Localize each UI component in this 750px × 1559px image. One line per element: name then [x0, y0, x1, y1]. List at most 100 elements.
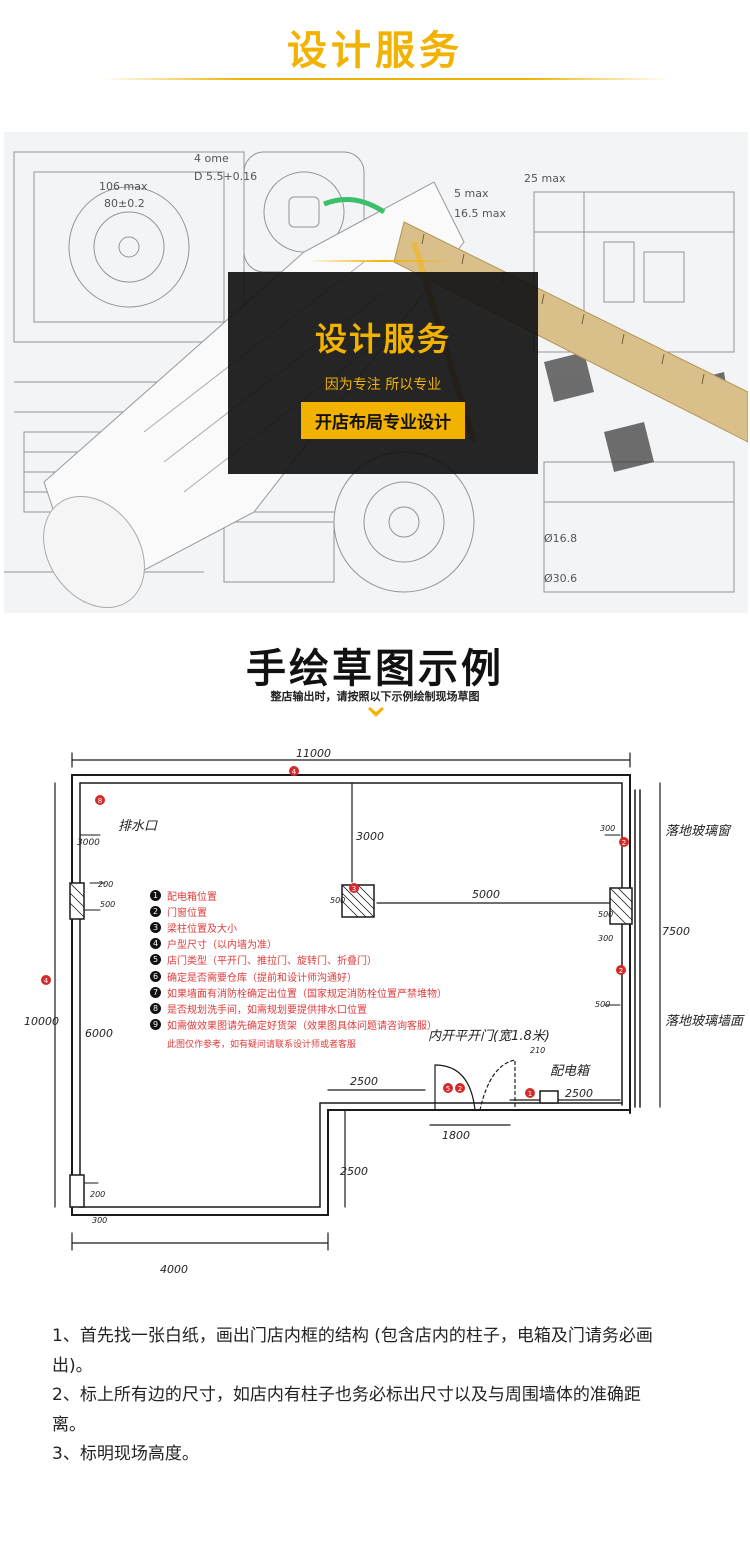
- marker-2: [619, 837, 629, 847]
- chevron-down-icon: [368, 706, 384, 718]
- blueprint-label: D 5.5+0.16: [194, 170, 257, 183]
- hero-banner: 4 ome D 5.5+0.16 106 max 80±0.2 5 max 16…: [4, 132, 748, 613]
- dim-small: 300: [92, 1216, 107, 1225]
- legend-item: 3 梁柱位置及大小: [150, 919, 450, 935]
- svg-text:2: 2: [458, 1085, 462, 1093]
- label-drain: 排水口: [118, 819, 158, 834]
- legend-text: 是否规划洗手间，如需规划要提供排水口位置: [167, 1004, 367, 1016]
- electric-box-icon: [539, 1090, 559, 1104]
- legend-item: 9 如需做效果图请先确定好货架（效果图具体问题请咨询客服）: [150, 1017, 450, 1033]
- outer-wall: [71, 774, 631, 1114]
- hero-card-divider: [308, 260, 458, 262]
- label-door: 内开平开门(宽1.8米): [428, 1028, 550, 1044]
- legend-number: 9: [150, 1019, 161, 1031]
- legend-item: 7 如果墙面有消防栓确定出位置（国家规定消防栓位置严禁堆物）: [150, 984, 450, 1000]
- legend-item: 2 门窗位置: [150, 903, 450, 919]
- marker-3: [349, 883, 359, 893]
- legend-text: 户型尺寸（以内墙为准）: [167, 940, 277, 952]
- legend-text: 如需做效果图请先确定好货架（效果图具体问题请咨询客服）: [167, 1021, 437, 1033]
- legend-text: 确定是否需要仓库（提前和设计师沟通好）: [167, 972, 357, 984]
- dim-small: 300: [598, 934, 613, 943]
- blueprint-label: Ø16.8: [544, 532, 577, 545]
- legend-text: 梁柱位置及大小: [167, 923, 237, 935]
- section-title: 手绘草图示例: [246, 646, 504, 692]
- legend-item: 4 户型尺寸（以内墙为准）: [150, 936, 450, 952]
- marker-2: [616, 965, 626, 975]
- dim-bottom: 4000: [160, 1263, 188, 1276]
- dim-small: 200: [90, 1190, 105, 1199]
- legend-item: 5 店门类型（平开门、推拉门、旋转门、折叠门）: [150, 952, 450, 968]
- legend-text: 门窗位置: [167, 907, 207, 919]
- hero-card: 设计服务 因为专注 所以专业 开店布局专业设计: [228, 260, 538, 474]
- svg-text:5: 5: [446, 1085, 450, 1093]
- marker-2: [455, 1083, 465, 1093]
- legend-item: 6 确定是否需要仓库（提前和设计师沟通好）: [150, 968, 450, 984]
- dim-top: 11000: [296, 747, 331, 760]
- legend-number: 6: [150, 970, 161, 982]
- dim-top-left: 3000: [77, 838, 100, 848]
- instructions: 1、首先找一张白纸，画出门店内框的结构 (包含店内的柱子，电箱及门请务必画出)。…: [52, 1322, 662, 1470]
- marker-4: [41, 975, 51, 985]
- dim-small: 500: [100, 900, 115, 909]
- legend-text: 如果墙面有消防栓确定出位置（国家规定消防栓位置严禁堆物）: [167, 988, 447, 1000]
- hero-title: 设计服务: [314, 320, 451, 358]
- blueprint-label: 4 ome: [194, 152, 229, 165]
- dim-pillar-top: 3000: [356, 830, 384, 843]
- hero-cta-button[interactable]: 开店布局专业设计: [301, 402, 465, 439]
- instruction-item: 2、标上所有边的尺寸，如店内有柱子也务必标出尺寸以及与周围墙体的准确距离。: [52, 1385, 641, 1435]
- dim-step: 2500: [350, 1075, 378, 1088]
- dim-right: 7500: [662, 925, 690, 938]
- blueprint-label: 5 max: [454, 187, 489, 200]
- marker-1: [525, 1088, 535, 1098]
- dim-drop: 2500: [340, 1165, 368, 1178]
- dim-small: 200: [98, 880, 113, 889]
- dim-small: 300: [600, 824, 615, 833]
- marker-4: [289, 766, 299, 776]
- blueprint-label: 106 max: [99, 180, 148, 193]
- legend-item: 8 是否规划洗手间，如需规划要提供排水口位置: [150, 1000, 450, 1016]
- svg-text:2: 2: [619, 967, 623, 975]
- legend-number: 1: [150, 889, 161, 901]
- blueprint-label: 25 max: [524, 172, 566, 185]
- dim-small: 500: [330, 896, 345, 905]
- legend-text: 店门类型（平开门、推拉门、旋转门、折叠门）: [167, 956, 377, 968]
- dim-left: 10000: [24, 1015, 59, 1028]
- dim-entrance: 1800: [442, 1129, 470, 1142]
- legend-number: 5: [150, 954, 161, 966]
- header-divider: [100, 78, 670, 80]
- outer-wall: [71, 774, 631, 1216]
- dim-small: 500: [595, 1000, 610, 1009]
- blueprint-label: 16.5 max: [454, 207, 506, 220]
- blueprint-label: Ø30.6: [544, 572, 577, 585]
- svg-text:8: 8: [98, 797, 102, 805]
- section-subtitle: 整店输出时，请按照以下示例绘制现场草图: [270, 690, 480, 703]
- svg-text:2: 2: [622, 839, 626, 847]
- blueprint-label: 80±0.2: [104, 197, 145, 210]
- dim-small: 500: [598, 910, 613, 919]
- legend-number: 7: [150, 986, 161, 998]
- legend-number: 8: [150, 1002, 161, 1014]
- dim-left-mid: 6000: [85, 1027, 113, 1040]
- header-title: 设计服务: [287, 28, 463, 74]
- svg-text:3: 3: [352, 885, 356, 893]
- svg-text:1: 1: [528, 1090, 532, 1098]
- dim-small: 210: [530, 1046, 545, 1055]
- dim-step-right: 2500: [565, 1087, 593, 1100]
- instruction-item: 1、首先找一张白纸，画出门店内框的结构 (包含店内的柱子，电箱及门请务必画出)。: [52, 1326, 653, 1376]
- marker-5: [443, 1083, 453, 1093]
- hero-subtitle: 因为专注 所以专业: [324, 377, 442, 393]
- legend-footer: 此图仅作参考，如有疑问请联系设计师或者客服: [167, 1039, 357, 1050]
- svg-text:4: 4: [44, 977, 49, 985]
- legend-number: 2: [150, 905, 161, 917]
- pillar-icon: [69, 882, 85, 920]
- legend-number: 4: [150, 938, 161, 950]
- instruction-item: 3、标明现场高度。: [52, 1444, 199, 1464]
- label-window: 落地玻璃窗: [665, 824, 732, 839]
- label-window-wall: 落地玻璃墙面: [665, 1014, 745, 1029]
- label-panel: 配电箱: [550, 1064, 591, 1079]
- svg-text:4: 4: [292, 768, 297, 776]
- page-header: 设计服务: [0, 0, 750, 90]
- legend-number: 3: [150, 921, 161, 933]
